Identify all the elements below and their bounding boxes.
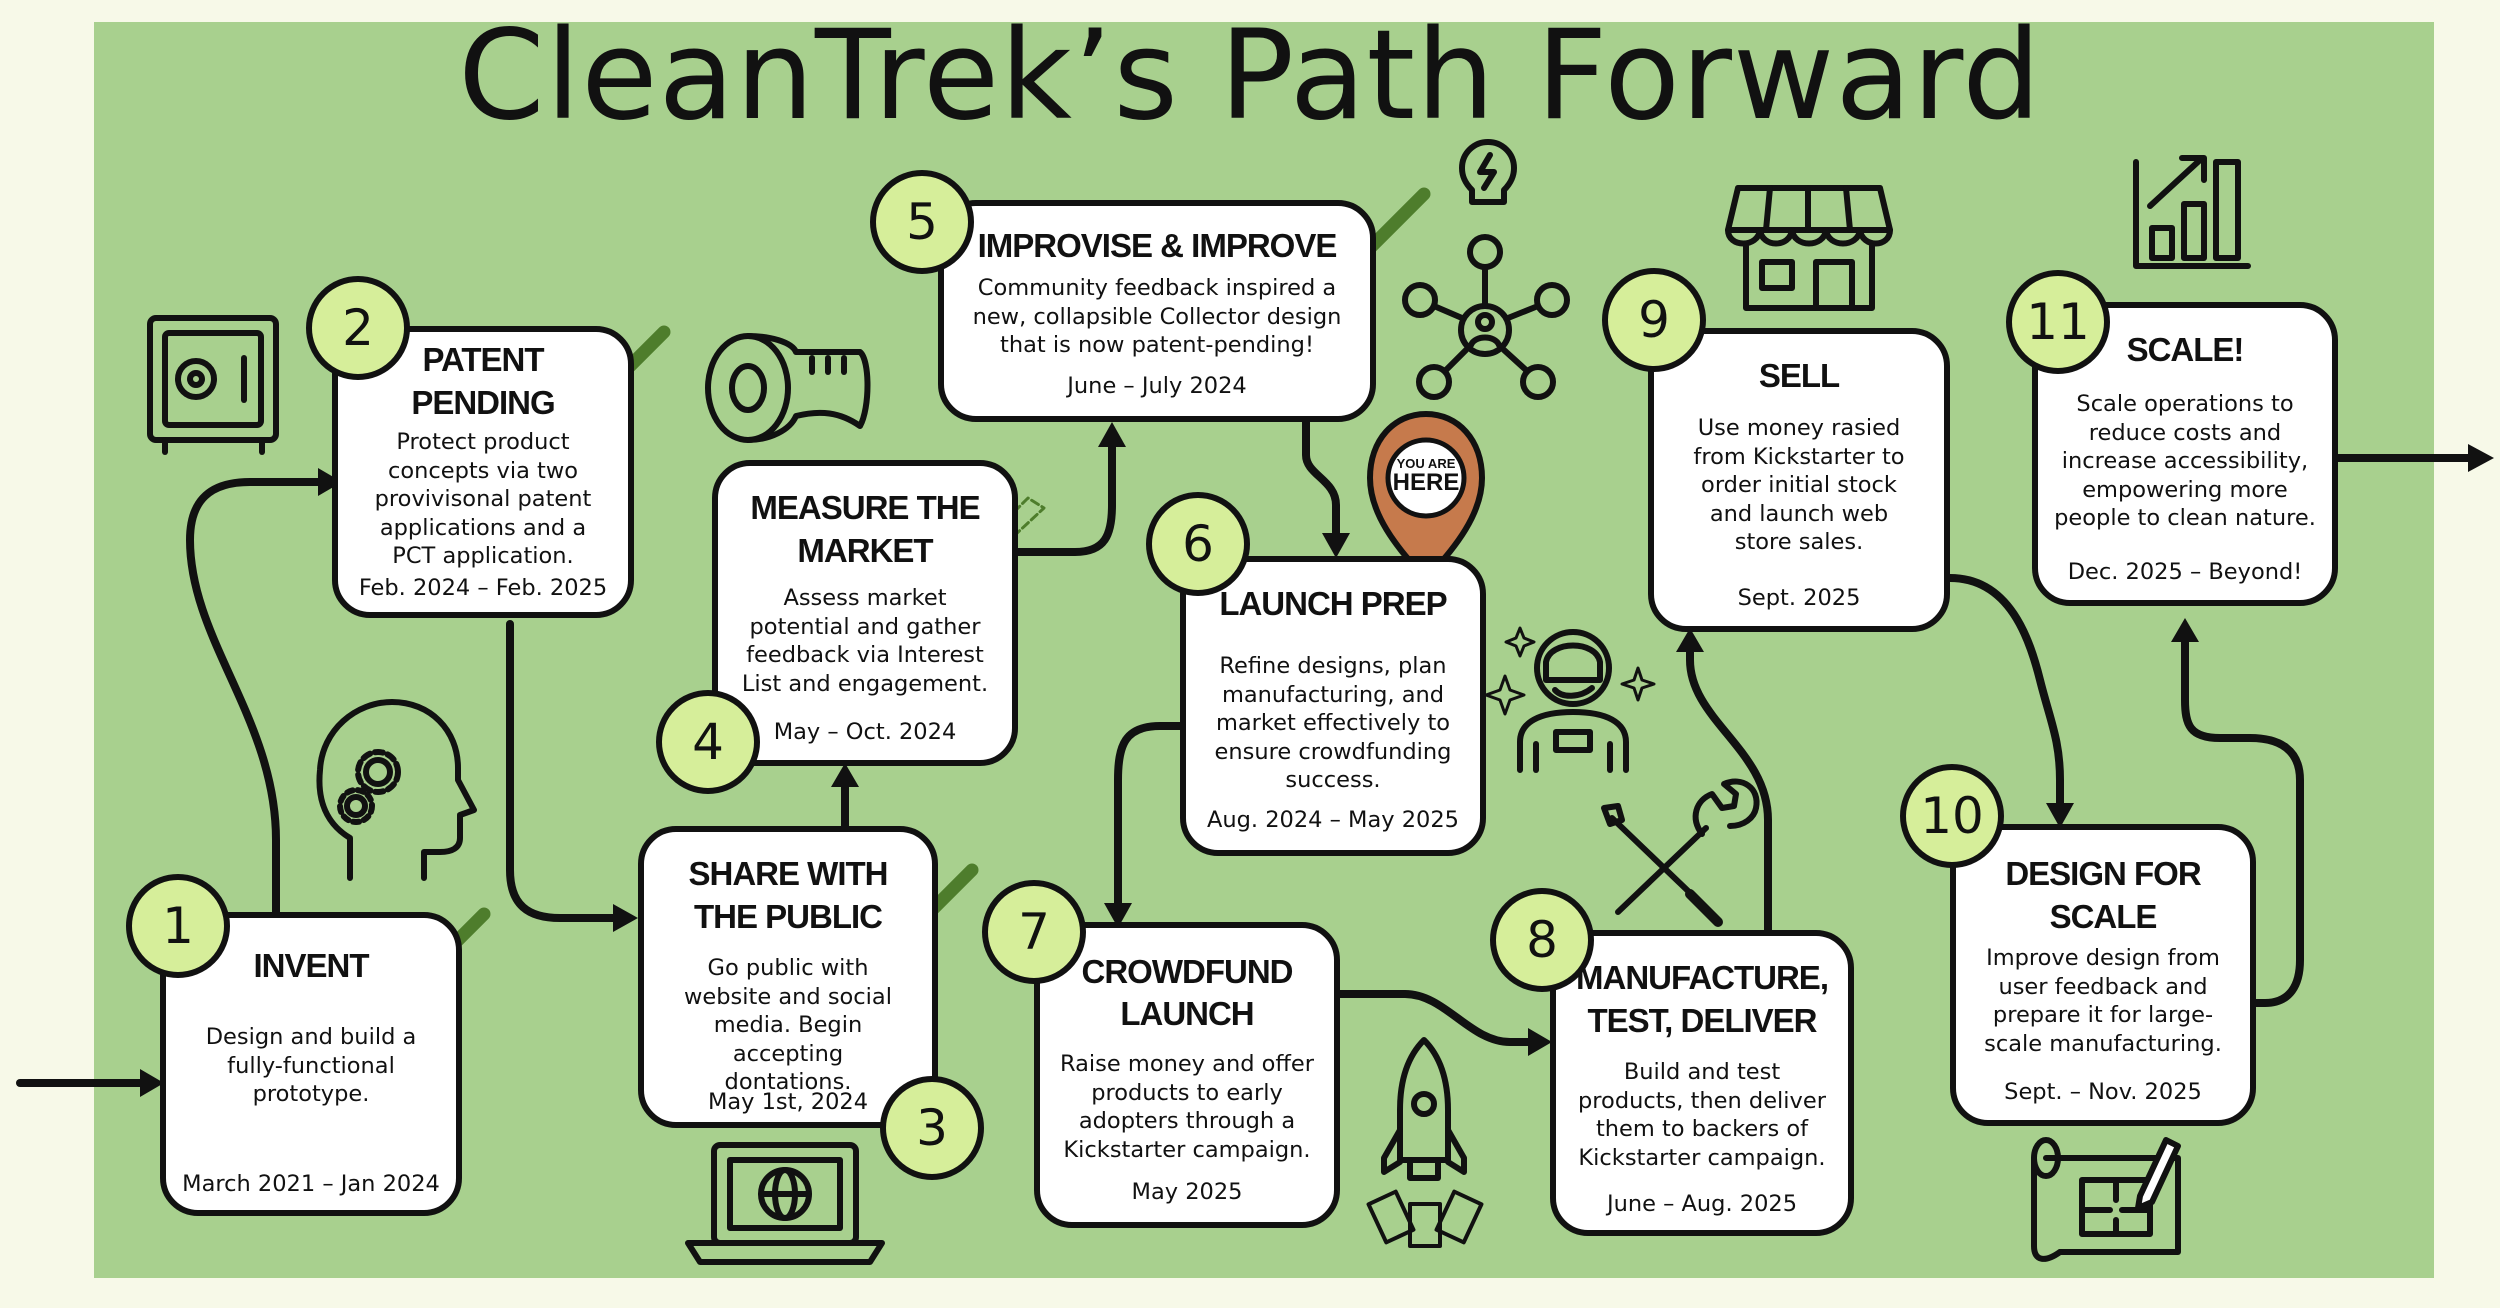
lightbulb-network-icon: [1402, 139, 1570, 400]
step-description: Raise money and offer products to early …: [1060, 1051, 1314, 1163]
rocket-money-icon: [1366, 1037, 1484, 1248]
arrowhead-8-9: [1676, 628, 1704, 652]
step-number-badge-4: 4: [656, 690, 760, 794]
step-description: Use money rasied from Kickstarter to ord…: [1693, 415, 1905, 555]
step-number-badge-11: 11: [2006, 270, 2110, 374]
step-title: SCALE!: [2126, 331, 2245, 368]
arrowhead-end: [2468, 444, 2494, 472]
step-title: CROWDFUND: [1081, 953, 1294, 990]
page-title: CleanTrek’s Path Forward: [458, 4, 2042, 148]
step-card-2: PATENT PENDING Protect product concepts …: [332, 326, 634, 618]
step-title: SELL: [1758, 357, 1840, 394]
tools-icon: [1601, 778, 1760, 927]
arrowhead-start: [140, 1069, 164, 1097]
arrowhead-3-4: [831, 763, 859, 787]
step-date: May 1st, 2024: [707, 1089, 869, 1115]
arrowhead-6-7: [1104, 903, 1132, 928]
step-title: LAUNCH PREP: [1219, 585, 1447, 622]
blueprint-icon: [2031, 1137, 2181, 1262]
step-description: Assess market potential and gather feedb…: [741, 585, 989, 697]
step-card-5: IMPROVISE & IMPROVE Community feedback i…: [938, 200, 1376, 422]
step-date: Sept. 2025: [1737, 585, 1861, 611]
step-number-badge-1: 1: [126, 874, 230, 978]
step-title: THE PUBLIC: [694, 898, 883, 935]
step-number-badge-6: 6: [1146, 492, 1250, 596]
step-title: LAUNCH: [1120, 995, 1254, 1032]
step-description: Design and build a fully-functional prot…: [205, 1024, 417, 1107]
storefront-icon: [1725, 185, 1893, 311]
step-date: Sept. – Nov. 2025: [2004, 1079, 2202, 1105]
connector-7-8: [1334, 990, 1534, 1046]
laptop-globe-icon: [685, 1142, 885, 1265]
step-number-badge-10: 10: [1900, 764, 2004, 868]
step-card-9: SELL Use money rasied from Kickstarter t…: [1648, 328, 1950, 632]
step-card-6: LAUNCH PREP Refine designs, plan manufac…: [1180, 556, 1486, 856]
step-number-badge-9: 9: [1602, 268, 1706, 372]
head-gears-icon: [316, 699, 477, 881]
step-description: Refine designs, plan manufacturing, and …: [1214, 653, 1452, 793]
step-card-1: INVENT Design and build a fully-function…: [160, 912, 462, 1216]
step-description: Go public with website and social media.…: [684, 955, 892, 1095]
step-title: MARKET: [797, 532, 933, 569]
step-title: DESIGN FOR: [2005, 855, 2201, 892]
step-date: June – Aug. 2025: [1606, 1191, 1798, 1217]
step-description: Protect product concepts via two provivi…: [374, 429, 592, 569]
you-are-here-pin: [1367, 411, 1485, 583]
step-number-badge-7: 7: [982, 880, 1086, 984]
step-date: May – Oct. 2024: [773, 719, 957, 745]
step-card-4: MEASURE THE MARKET Assess market potenti…: [712, 460, 1018, 766]
arrowhead-10-11: [2171, 618, 2199, 642]
connector-10-11: [2181, 636, 2304, 1007]
step-number-badge-8: 8: [1490, 888, 1594, 992]
step-card-3: SHARE WITH THE PUBLIC Go public with web…: [638, 826, 938, 1128]
connector-4-5: [1014, 441, 1116, 556]
step-date: Aug. 2024 – May 2025: [1207, 807, 1459, 833]
step-title: PATENT: [422, 341, 544, 378]
step-date: March 2021 – Jan 2024: [182, 1171, 440, 1197]
step-title: SCALE: [2049, 898, 2158, 935]
connector-6-7: [1114, 722, 1188, 909]
arrowhead-9-10: [2046, 803, 2074, 828]
arrowhead-5-6: [1322, 533, 1350, 558]
step-number-badge-5: 5: [870, 170, 974, 274]
step-description: Scale operations to reduce costs and inc…: [2054, 391, 2316, 531]
step-number-badge-2: 2: [306, 276, 410, 380]
step-date: May 2025: [1131, 1179, 1243, 1205]
connector-8-9: [1686, 646, 1772, 934]
step-title: TEST, DELIVER: [1587, 1002, 1817, 1039]
safe-icon: [147, 315, 279, 455]
step-title: MEASURE THE: [750, 489, 980, 526]
connector-9-10: [1946, 574, 2064, 809]
step-description: Improve design from user feedback and pr…: [1984, 945, 2222, 1057]
step-title: IMPROVISE & IMPROVE: [977, 227, 1338, 264]
step-description: Community feedback inspired a new, colla…: [972, 275, 1342, 358]
connector-2-3: [506, 620, 619, 922]
step-card-10: DESIGN FOR SCALE Improve design from use…: [1950, 824, 2256, 1126]
arrowhead-4-5: [1098, 422, 1126, 447]
step-description: Build and test products, then deliver th…: [1578, 1059, 1826, 1171]
arrowhead-7-8: [1528, 1028, 1552, 1056]
astronaut-icon: [1484, 626, 1656, 773]
step-number-badge-3: 3: [880, 1076, 984, 1180]
arrowhead-2-3: [613, 904, 638, 932]
arrowhead-1-2: [318, 468, 342, 496]
step-title: INVENT: [253, 947, 369, 984]
step-date: Dec. 2025 – Beyond!: [2067, 559, 2303, 585]
step-date: Feb. 2024 – Feb. 2025: [358, 575, 608, 601]
you-are-here-label: YOU ARE HERE: [1392, 456, 1460, 496]
growth-chart-icon: [2133, 155, 2251, 269]
step-title: MANUFACTURE,: [1576, 959, 1829, 996]
step-card-7: CROWDFUND LAUNCH Raise money and offer p…: [1034, 922, 1340, 1228]
tape-measure-icon: [705, 333, 871, 443]
connector-1-2: [186, 478, 324, 916]
step-card-8: MANUFACTURE, TEST, DELIVER Build and tes…: [1550, 930, 1854, 1236]
step-title: PENDING: [411, 384, 555, 421]
connector-5-6: [1302, 416, 1340, 539]
step-title: SHARE WITH: [688, 855, 889, 892]
step-date: June – July 2024: [1067, 373, 1247, 399]
